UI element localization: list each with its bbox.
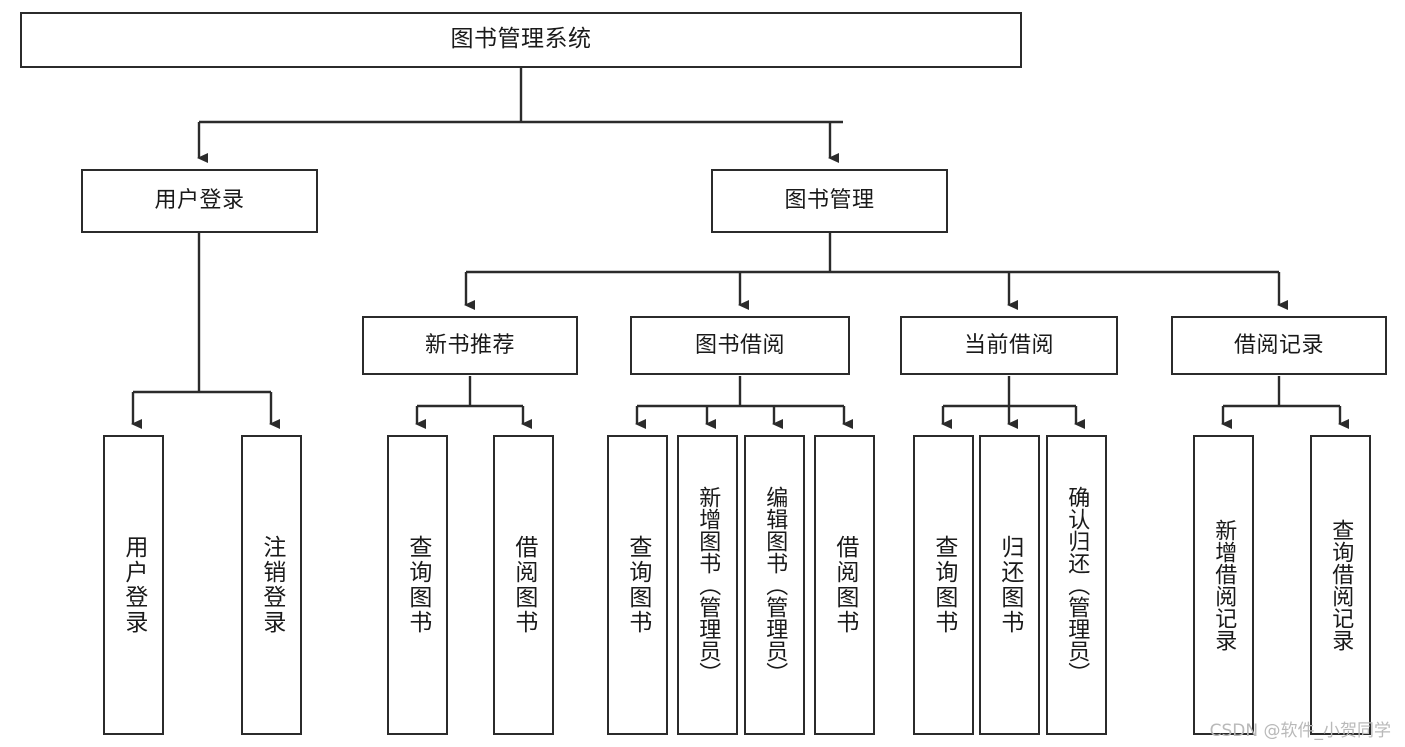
leaf-borrow-record-query-record[interactable]: 查询借阅记录 bbox=[1310, 435, 1371, 735]
node-label: 确认归还（管理员） bbox=[1064, 486, 1090, 684]
node-label: 用户登录 bbox=[154, 188, 245, 214]
node-label: 借阅图书 bbox=[510, 535, 537, 635]
leaf-borrow-record-add-record[interactable]: 新增借阅记录 bbox=[1193, 435, 1254, 735]
leaf-new-book-query-book[interactable]: 查询图书 bbox=[387, 435, 448, 735]
node-label: 注销登录 bbox=[258, 535, 285, 635]
node-label: 查询图书 bbox=[624, 535, 651, 635]
node-book-management[interactable]: 图书管理 bbox=[711, 169, 948, 233]
node-label: 新书推荐 bbox=[424, 332, 515, 358]
node-label: 归还图书 bbox=[996, 535, 1023, 635]
leaf-user-login-login[interactable]: 用户登录 bbox=[103, 435, 164, 735]
node-label: 查询借阅记录 bbox=[1328, 519, 1354, 651]
leaf-current-borrow-confirm-return-admin[interactable]: 确认归还（管理员） bbox=[1046, 435, 1107, 735]
leaf-current-borrow-query-book[interactable]: 查询图书 bbox=[913, 435, 974, 735]
node-label: 查询图书 bbox=[404, 535, 431, 635]
node-book-borrow[interactable]: 图书借阅 bbox=[630, 316, 850, 375]
node-label: 编辑图书（管理员） bbox=[762, 486, 788, 684]
node-label: 图书管理系统 bbox=[450, 26, 592, 53]
node-label: 用户登录 bbox=[120, 535, 147, 635]
node-label: 新增图书（管理员） bbox=[695, 486, 721, 684]
leaf-book-borrow-query-book[interactable]: 查询图书 bbox=[607, 435, 668, 735]
node-label: 借阅记录 bbox=[1233, 332, 1324, 358]
node-label: 查询图书 bbox=[930, 535, 957, 635]
node-label: 借阅图书 bbox=[831, 535, 858, 635]
leaf-user-login-logout[interactable]: 注销登录 bbox=[241, 435, 302, 735]
leaf-book-borrow-borrow-book[interactable]: 借阅图书 bbox=[814, 435, 875, 735]
node-root-book-management-system[interactable]: 图书管理系统 bbox=[20, 12, 1022, 68]
leaf-current-borrow-return-book[interactable]: 归还图书 bbox=[979, 435, 1040, 735]
leaf-book-borrow-add-book-admin[interactable]: 新增图书（管理员） bbox=[677, 435, 738, 735]
node-new-book-recommend[interactable]: 新书推荐 bbox=[362, 316, 578, 375]
node-label: 新增借阅记录 bbox=[1211, 519, 1237, 651]
node-borrow-record[interactable]: 借阅记录 bbox=[1171, 316, 1387, 375]
node-user-login[interactable]: 用户登录 bbox=[81, 169, 318, 233]
watermark-text: CSDN @软件_小贺同学 bbox=[1209, 721, 1391, 741]
leaf-new-book-borrow-book[interactable]: 借阅图书 bbox=[493, 435, 554, 735]
node-label: 当前借阅 bbox=[963, 332, 1054, 358]
node-current-borrow[interactable]: 当前借阅 bbox=[900, 316, 1118, 375]
leaf-book-borrow-edit-book-admin[interactable]: 编辑图书（管理员） bbox=[744, 435, 805, 735]
node-label: 图书管理 bbox=[784, 188, 875, 214]
node-label: 图书借阅 bbox=[694, 332, 785, 358]
